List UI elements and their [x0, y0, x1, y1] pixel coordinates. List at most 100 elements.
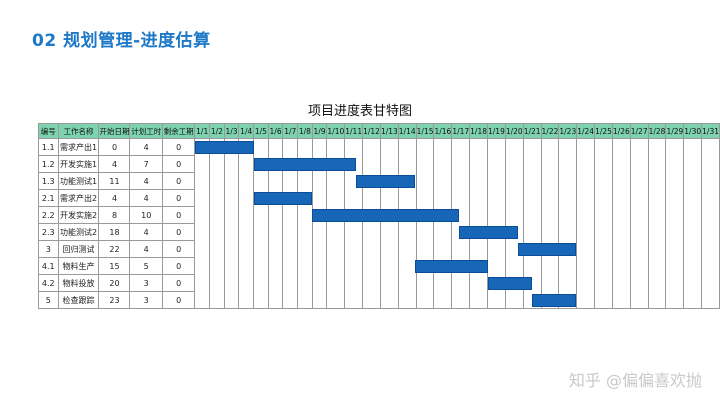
- day-cell: [665, 291, 685, 309]
- day-cell: [576, 189, 596, 207]
- day-cell: [594, 291, 613, 309]
- day-cell: [326, 138, 346, 156]
- day-cell: [223, 155, 240, 173]
- task-plan: 5: [129, 257, 163, 275]
- day-header: 1/29: [665, 123, 685, 139]
- task-start: 22: [98, 240, 131, 258]
- day-cell: [433, 274, 453, 292]
- day-cell: [683, 138, 703, 156]
- day-cell: [209, 206, 225, 224]
- day-header: 1/26: [611, 123, 631, 139]
- day-cell: [522, 223, 542, 241]
- day-cell: [469, 223, 488, 241]
- day-cell: [504, 223, 524, 241]
- day-cell: [451, 206, 471, 224]
- day-cell: [540, 206, 560, 224]
- day-cell: [665, 240, 685, 258]
- day-cell: [683, 257, 703, 275]
- task-plan: 3: [129, 274, 163, 292]
- day-cell: [701, 257, 720, 275]
- day-cell: [194, 240, 211, 258]
- day-cell: [282, 206, 299, 224]
- day-cell: [594, 223, 613, 241]
- day-cell: [594, 257, 613, 275]
- day-cell: [594, 206, 613, 224]
- day-cell: [311, 189, 328, 207]
- day-cell: [267, 240, 284, 258]
- day-cell: [297, 240, 313, 258]
- day-cell: [253, 172, 269, 190]
- day-cell: [379, 189, 399, 207]
- day-cell: [397, 257, 417, 275]
- day-cell: [238, 189, 255, 207]
- day-cell: [362, 240, 381, 258]
- day-cell: [647, 257, 667, 275]
- day-cell: [558, 274, 578, 292]
- day-cell: [267, 274, 284, 292]
- day-cell: [522, 189, 542, 207]
- task-name: 回归测试: [57, 240, 100, 258]
- day-cell: [297, 257, 313, 275]
- day-cell: [558, 206, 578, 224]
- day-cell: [701, 172, 720, 190]
- day-cell: [504, 291, 524, 309]
- task-name: 需求产出1: [57, 138, 100, 156]
- day-cell: [362, 138, 381, 156]
- task-start: 0: [98, 138, 131, 156]
- day-cell: [311, 172, 328, 190]
- day-cell: [209, 291, 225, 309]
- day-cell: [223, 274, 240, 292]
- day-cell: [344, 172, 364, 190]
- day-cell: [683, 240, 703, 258]
- day-cell: [665, 155, 685, 173]
- day-cell: [238, 172, 255, 190]
- day-cell: [701, 240, 720, 258]
- slide-title: 02 规划管理-进度估算: [32, 31, 211, 51]
- day-cell: [223, 291, 240, 309]
- day-cell: [379, 155, 399, 173]
- day-header: 1/27: [629, 123, 649, 139]
- day-header: 1/6: [267, 123, 284, 139]
- day-cell: [267, 155, 284, 173]
- day-cell: [701, 206, 720, 224]
- day-cell: [194, 189, 211, 207]
- day-cell: [647, 189, 667, 207]
- day-cell: [311, 138, 328, 156]
- day-cell: [576, 274, 596, 292]
- task-plan: 3: [129, 291, 163, 309]
- day-cell: [362, 257, 381, 275]
- task-plan: 7: [129, 155, 163, 173]
- task-remaining: 0: [161, 172, 196, 190]
- task-id: 1.2: [38, 155, 59, 173]
- task-start: 18: [98, 223, 131, 241]
- day-cell: [487, 223, 506, 241]
- day-cell: [311, 223, 328, 241]
- day-cell: [209, 274, 225, 292]
- day-cell: [629, 257, 649, 275]
- day-header: 1/17: [451, 123, 471, 139]
- day-header: 1/10: [326, 123, 346, 139]
- day-cell: [326, 240, 346, 258]
- day-cell: [433, 189, 453, 207]
- day-cell: [253, 223, 269, 241]
- day-cell: [647, 206, 667, 224]
- column-header: 工作名称: [57, 123, 100, 139]
- day-cell: [282, 189, 299, 207]
- day-cell: [576, 155, 596, 173]
- day-cell: [433, 291, 453, 309]
- day-cell: [415, 138, 435, 156]
- day-cell: [397, 223, 417, 241]
- day-cell: [451, 257, 471, 275]
- day-cell: [451, 155, 471, 173]
- day-cell: [701, 155, 720, 173]
- day-cell: [558, 291, 578, 309]
- day-cell: [629, 155, 649, 173]
- day-cell: [344, 189, 364, 207]
- day-cell: [647, 274, 667, 292]
- day-cell: [522, 172, 542, 190]
- day-cell: [344, 155, 364, 173]
- task-plan: 4: [129, 223, 163, 241]
- day-cell: [267, 138, 284, 156]
- day-cell: [297, 138, 313, 156]
